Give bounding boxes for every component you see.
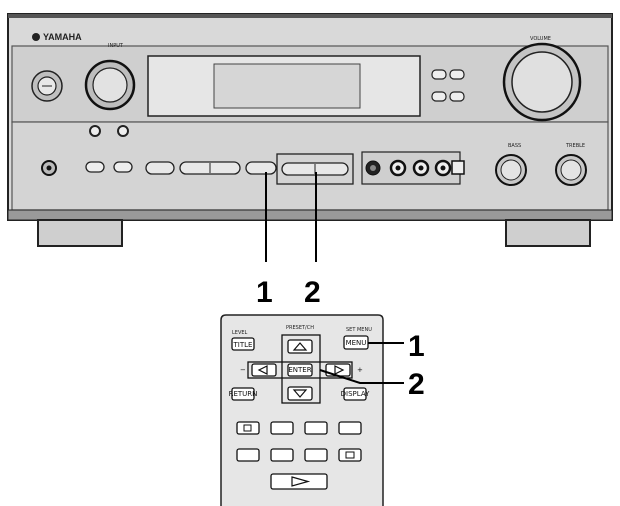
program-left-button[interactable] (431, 69, 447, 80)
receiver-foot-left (37, 219, 123, 247)
remote-callout-1: 1 (408, 330, 425, 363)
phones-jack (41, 160, 57, 176)
front-callout-1: 1 (256, 276, 273, 309)
remote-control: LEVEL TITLE PRESET/CH SET MENU MENU ENTE… (220, 314, 384, 506)
optical-jack (451, 160, 465, 175)
input-selector-knob[interactable] (84, 59, 136, 111)
tuning-mode-button[interactable] (85, 161, 105, 173)
speakers-buttons (89, 125, 129, 137)
stop-button[interactable] (236, 421, 260, 435)
set-menu-label: SET MENU (346, 327, 372, 333)
treble-knob[interactable] (555, 154, 587, 186)
receiver-bottom-edge (7, 209, 613, 221)
transport-buttons (236, 421, 362, 490)
front-callout-2: 2 (304, 276, 321, 309)
triangle-left-icon (257, 365, 268, 375)
down-button[interactable] (287, 386, 313, 401)
triangle-down-icon (292, 389, 308, 398)
standby-button[interactable] (31, 70, 63, 102)
preset-button[interactable] (245, 161, 277, 175)
triangle-up-icon (292, 342, 308, 351)
preset-ch-label: PRESET/CH (286, 325, 314, 331)
next-button[interactable] (304, 448, 328, 462)
brand-emblem-icon (32, 33, 40, 41)
triangle-right-icon (334, 365, 345, 375)
treble-knob-label: TREBLE (565, 143, 585, 149)
level-label: LEVEL (232, 330, 248, 336)
preset-station-control (276, 153, 354, 185)
memory-button[interactable] (113, 161, 133, 173)
program-right-button[interactable] (449, 69, 465, 80)
speakers-a-button[interactable] (89, 125, 101, 137)
display-window (147, 55, 421, 117)
remote-callout-2: 2 (408, 368, 425, 401)
sound-right-button[interactable] (449, 91, 465, 102)
volume-knob-label: VOLUME (530, 36, 551, 42)
display-button[interactable] (343, 387, 367, 401)
direction-pad: ENTER − + (240, 334, 363, 404)
video-aux-jacks (361, 151, 465, 185)
prev-button[interactable] (270, 448, 294, 462)
menu-button-label: MENU (346, 339, 367, 347)
receiver-foot-right (505, 219, 591, 247)
bass-knob-label: BASS (508, 143, 521, 149)
return-button[interactable] (231, 387, 255, 401)
enter-button[interactable] (287, 363, 313, 377)
brand-name: YAMAHA (43, 32, 82, 42)
bass-knob[interactable] (495, 154, 527, 186)
volume-knob[interactable] (502, 42, 582, 122)
play-button[interactable] (270, 473, 328, 490)
pause-button[interactable] (236, 448, 260, 462)
sound-left-button[interactable] (431, 91, 447, 102)
brand-logo: YAMAHA (32, 32, 82, 42)
remote-callout-lines (319, 342, 404, 384)
right-button[interactable] (325, 363, 351, 377)
minus-label: − (240, 366, 246, 374)
title-button-label: TITLE (233, 341, 253, 349)
input-knob-label: INPUT (108, 43, 124, 49)
forward-button[interactable] (304, 421, 328, 435)
receiver-top-edge (8, 14, 612, 18)
plus-label: + (357, 366, 363, 374)
receiver-front-panel: YAMAHA INPUT VOLUME (7, 13, 613, 247)
play-icon (291, 476, 311, 487)
skip-button[interactable] (338, 421, 362, 435)
up-button[interactable] (287, 339, 313, 354)
rewind-button[interactable] (270, 421, 294, 435)
tuning-buttons (145, 161, 277, 175)
title-button[interactable] (231, 337, 255, 351)
square-button[interactable] (338, 448, 362, 462)
return-button-label: RETURN (229, 390, 258, 398)
speakers-b-button[interactable] (117, 125, 129, 137)
tuning-band-button[interactable] (145, 161, 175, 175)
left-button[interactable] (251, 363, 277, 377)
program-buttons (431, 69, 465, 102)
square-stop-icon (243, 424, 252, 432)
display-button-label: DISPLAY (341, 390, 370, 398)
front-callout-lines (265, 172, 317, 262)
enter-button-label: ENTER (288, 366, 311, 374)
